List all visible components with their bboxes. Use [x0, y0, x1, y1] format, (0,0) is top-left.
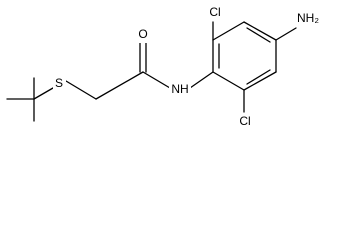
- ring-bond-3: [243, 21, 277, 41]
- ring-double-2: [246, 27, 271, 43]
- chemical-structure: S O NH Cl Cl NH₂: [6, 5, 323, 130]
- bond-ch2-carbonyl: [95, 71, 144, 100]
- ring-bond-5: [243, 71, 277, 91]
- amide-nh-label: NH: [171, 82, 188, 96]
- amine-mask: [293, 11, 323, 27]
- chlorine-bottom-label: Cl: [239, 114, 250, 128]
- oxygen-mask: [136, 27, 150, 43]
- sulfur-label: S: [55, 76, 63, 90]
- oxygen-label: O: [138, 27, 147, 41]
- chlorine-top-mask: [206, 5, 223, 21]
- bond-n-ring: [189, 71, 214, 89]
- ring-bond-2: [212, 21, 245, 41]
- bond-ring-nh2: [275, 27, 297, 41]
- bond-s-ch2: [65, 80, 97, 100]
- chlorine-bottom-mask: [236, 114, 253, 130]
- bond-tbu-c-s: [33, 87, 54, 100]
- chlorine-top-label: Cl: [209, 5, 220, 19]
- ring-double-3: [246, 69, 271, 85]
- ring-bond-6: [212, 71, 245, 91]
- amine-label: NH₂: [297, 11, 319, 25]
- amide-nh-mask: [169, 82, 191, 98]
- bond-carbonyl-n: [142, 71, 171, 89]
- sulfur-mask: [53, 76, 66, 92]
